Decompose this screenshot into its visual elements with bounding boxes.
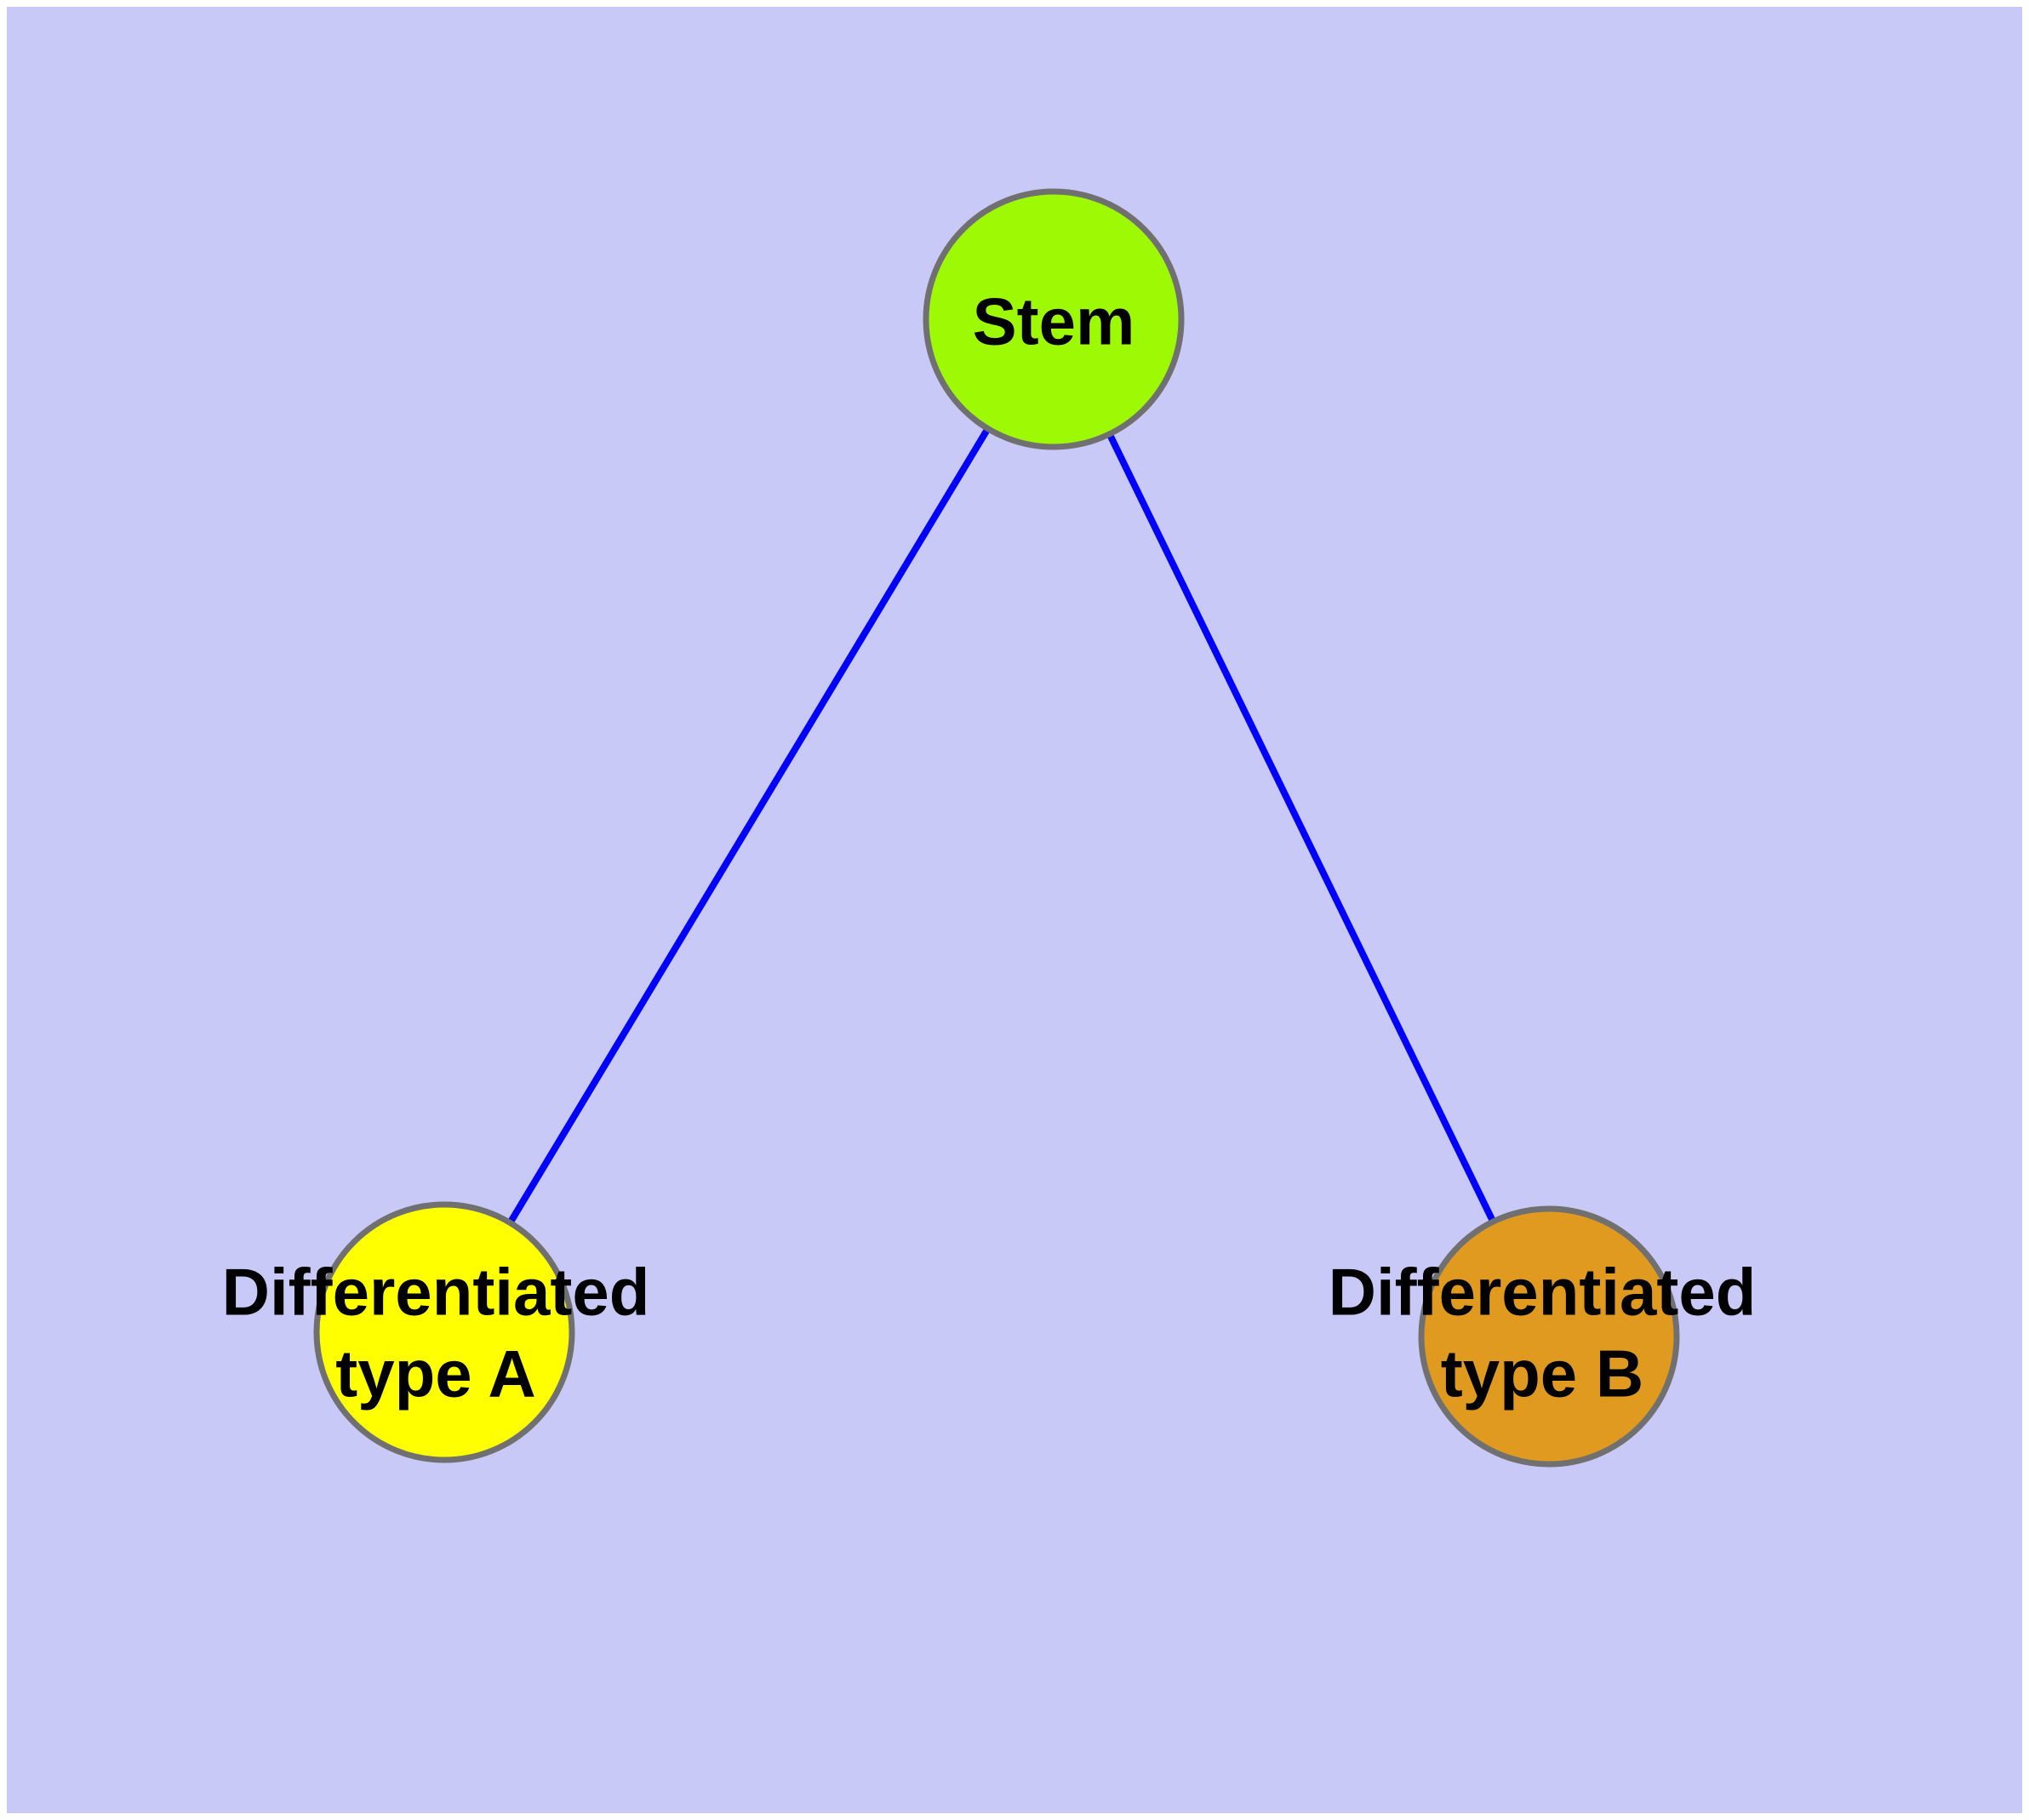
node-label-stem: Stem	[973, 284, 1135, 359]
node-circle-stem[interactable]	[923, 188, 1185, 450]
node-circle-differentiated-type-b[interactable]	[1418, 1205, 1680, 1468]
label-layer: Stem Differentiated type A Differentiate…	[222, 284, 1757, 1411]
node-label-differentiated-type-a-line2: type A	[335, 1336, 536, 1411]
edge-stem-to-differentiated-type-b[interactable]	[1050, 318, 1552, 1338]
edge-stem-to-differentiated-type-a[interactable]	[441, 317, 1057, 1335]
node-label-differentiated-type-a-line1: Differentiated	[222, 1255, 650, 1330]
node-circle-differentiated-type-a[interactable]	[313, 1201, 575, 1463]
node-layer	[313, 188, 1680, 1468]
edge-layer	[441, 317, 1552, 1338]
node-label-differentiated-type-b-line1: Differentiated	[1329, 1255, 1757, 1330]
node-label-differentiated-type-b-line2: type B	[1441, 1336, 1643, 1411]
